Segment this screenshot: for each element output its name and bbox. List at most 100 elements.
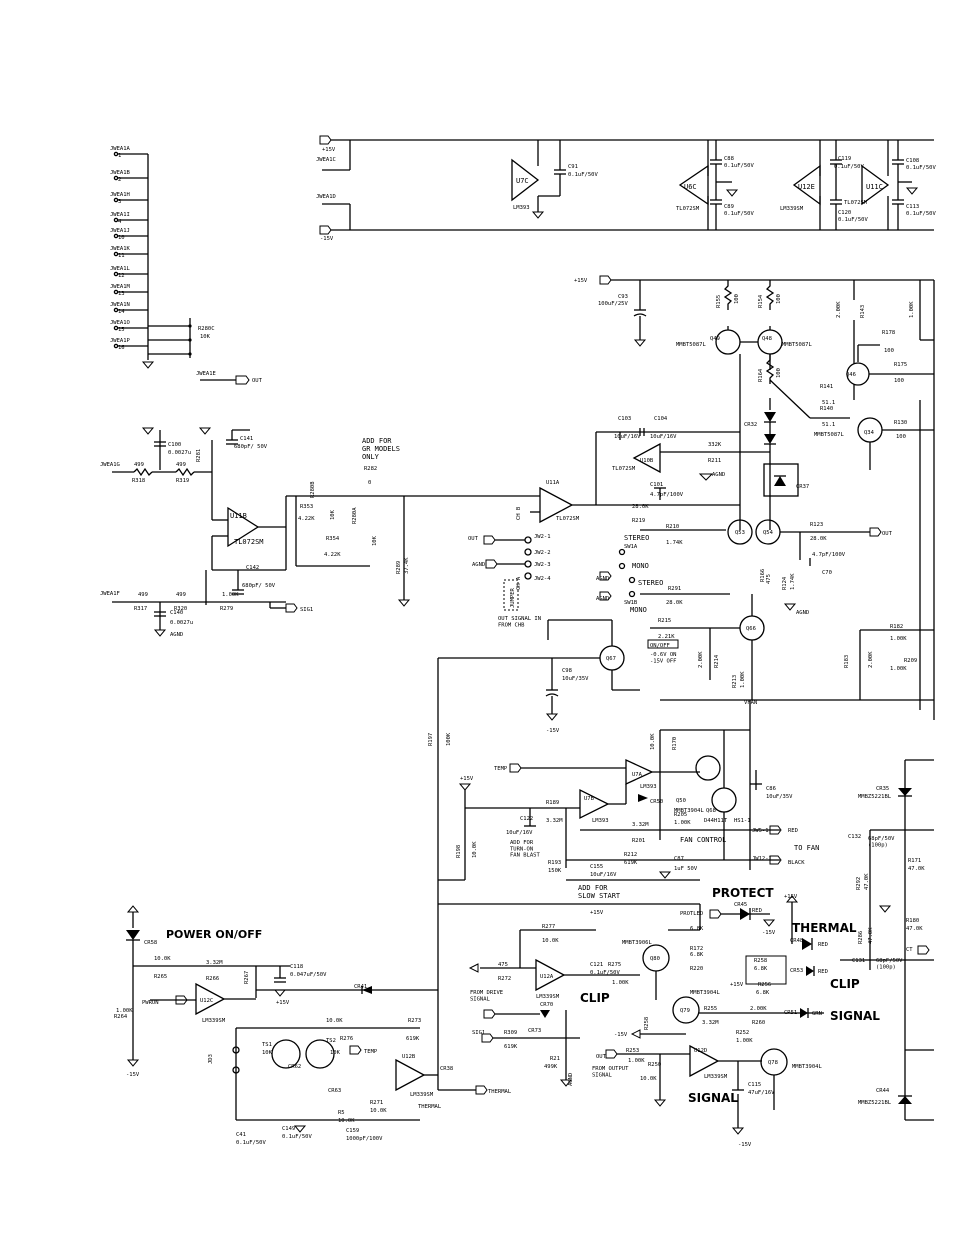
svg-text:JW2-3: JW2-3	[534, 562, 551, 568]
svg-text:0.1uF/50V: 0.1uF/50V	[724, 211, 754, 217]
svg-text:10uF/16V: 10uF/16V	[650, 434, 677, 440]
svg-text:10.0K: 10.0K	[542, 938, 559, 944]
svg-text:THERMAL: THERMAL	[418, 1104, 442, 1110]
svg-text:R124: R124	[782, 576, 788, 590]
svg-text:CR63: CR63	[328, 1088, 341, 1094]
svg-text:-15V: -15V	[762, 930, 776, 936]
svg-text:AGND: AGND	[472, 562, 485, 568]
jumper-pin: 2	[118, 177, 121, 183]
jumper-pin-dot	[113, 233, 119, 239]
svg-text:Q48: Q48	[762, 336, 772, 342]
svg-text:332K: 332K	[708, 442, 722, 448]
svg-text:2.00K: 2.00K	[698, 651, 704, 668]
svg-text:C70: C70	[822, 570, 832, 576]
svg-text:AGND: AGND	[712, 472, 725, 478]
svg-text:R197: R197	[428, 733, 434, 746]
svg-text:TL072SM: TL072SM	[612, 466, 636, 472]
svg-text:1.00K: 1.00K	[222, 592, 239, 598]
svg-text:10.0K: 10.0K	[326, 1018, 343, 1024]
svg-text:1.00K: 1.00K	[909, 301, 915, 318]
svg-text:6.8K: 6.8K	[690, 926, 704, 932]
svg-text:680pF/ 50V: 680pF/ 50V	[234, 444, 268, 450]
svg-text:CR58: CR58	[144, 940, 157, 946]
svg-text:R182: R182	[890, 624, 903, 630]
svg-text:TS2: TS2	[326, 1038, 336, 1044]
svg-text:R319: R319	[176, 478, 189, 484]
svg-text:100: 100	[884, 348, 894, 354]
protect-title: PROTECT	[712, 886, 774, 900]
svg-text:10K: 10K	[262, 1050, 273, 1056]
svg-text:+15V: +15V	[730, 982, 744, 988]
svg-text:0.1uF/50V: 0.1uF/50V	[838, 217, 868, 223]
jumper-label: JWEA1O	[110, 320, 130, 326]
svg-text:TL072SM: TL072SM	[556, 516, 580, 522]
svg-text:R258: R258	[754, 958, 767, 964]
svg-text:51.1: 51.1	[822, 400, 835, 406]
svg-text:OUT: OUT	[596, 1054, 607, 1060]
svg-text:CR32: CR32	[744, 422, 757, 428]
svg-text:MMBT5087L: MMBT5087L	[814, 432, 844, 438]
svg-text:CR70: CR70	[540, 1002, 553, 1008]
svg-text:10.0K: 10.0K	[338, 1118, 355, 1124]
svg-text:Q46: Q46	[846, 372, 856, 378]
svg-text:LM339SM: LM339SM	[704, 1074, 728, 1080]
svg-text:10uF/35V: 10uF/35V	[766, 794, 793, 800]
svg-text:R282: R282	[364, 466, 377, 472]
resistor	[765, 280, 775, 310]
svg-text:R272: R272	[498, 976, 511, 982]
svg-text:-15V: -15V	[126, 1072, 140, 1078]
svg-text:47.0K: 47.0K	[906, 926, 923, 932]
svg-text:499: 499	[176, 462, 186, 468]
jumper-pin: 3	[118, 199, 121, 205]
svg-text:1.00K: 1.00K	[736, 1038, 753, 1044]
jumper-pin: 10	[118, 235, 125, 241]
svg-text:U11C: U11C	[866, 183, 883, 191]
jumper-label: JWEA1A	[110, 146, 131, 152]
svg-text:0.1uF/50V: 0.1uF/50V	[906, 211, 936, 217]
svg-text:R220: R220	[690, 966, 703, 972]
svg-text:CR73: CR73	[528, 1028, 541, 1034]
jumper-pin-dot	[113, 251, 119, 257]
svg-text:C103: C103	[618, 416, 631, 422]
svg-text:R273: R273	[408, 1018, 421, 1024]
svg-text:Q78: Q78	[768, 1060, 778, 1066]
svg-text:2.00K: 2.00K	[868, 651, 874, 668]
svg-text:R5: R5	[338, 1110, 345, 1116]
svg-text:R130: R130	[894, 420, 907, 426]
svg-text:TL072SM: TL072SM	[844, 200, 868, 206]
svg-text:R21: R21	[550, 1056, 560, 1062]
svg-text:150K: 150K	[548, 868, 562, 874]
svg-text:TEMP: TEMP	[494, 766, 508, 772]
svg-text:U11A: U11A	[546, 480, 560, 486]
thermal-title: THERMAL	[792, 921, 857, 935]
svg-text:28.0K: 28.0K	[666, 600, 683, 606]
svg-text:R140: R140	[820, 406, 833, 412]
svg-text:CR41: CR41	[354, 984, 367, 990]
svg-text:R143: R143	[860, 305, 866, 318]
svg-text:R277: R277	[542, 924, 555, 930]
svg-text:TS1: TS1	[262, 1042, 272, 1048]
svg-text:619K: 619K	[406, 1036, 420, 1042]
svg-text:JWEA1C: JWEA1C	[316, 157, 336, 163]
svg-text:100: 100	[896, 434, 906, 440]
jumper-pin-dot	[113, 325, 119, 331]
svg-text:R193: R193	[548, 860, 561, 866]
svg-text:CR38: CR38	[440, 1066, 453, 1072]
svg-text:47.0K: 47.0K	[908, 866, 925, 872]
svg-text:U12C: U12C	[200, 998, 213, 1004]
svg-text:R280A: R280A	[352, 507, 358, 524]
resistor-label: R154	[758, 294, 764, 308]
svg-text:ON/OFF: ON/OFF	[650, 643, 670, 649]
svg-text:LM393: LM393	[640, 784, 657, 790]
jumper-pin: 15	[118, 327, 125, 333]
jumper-pin-dot	[113, 217, 119, 223]
svg-text:R275: R275	[608, 962, 621, 968]
svg-text:10.0K: 10.0K	[154, 956, 171, 962]
jumper-pin: 1	[118, 153, 121, 159]
